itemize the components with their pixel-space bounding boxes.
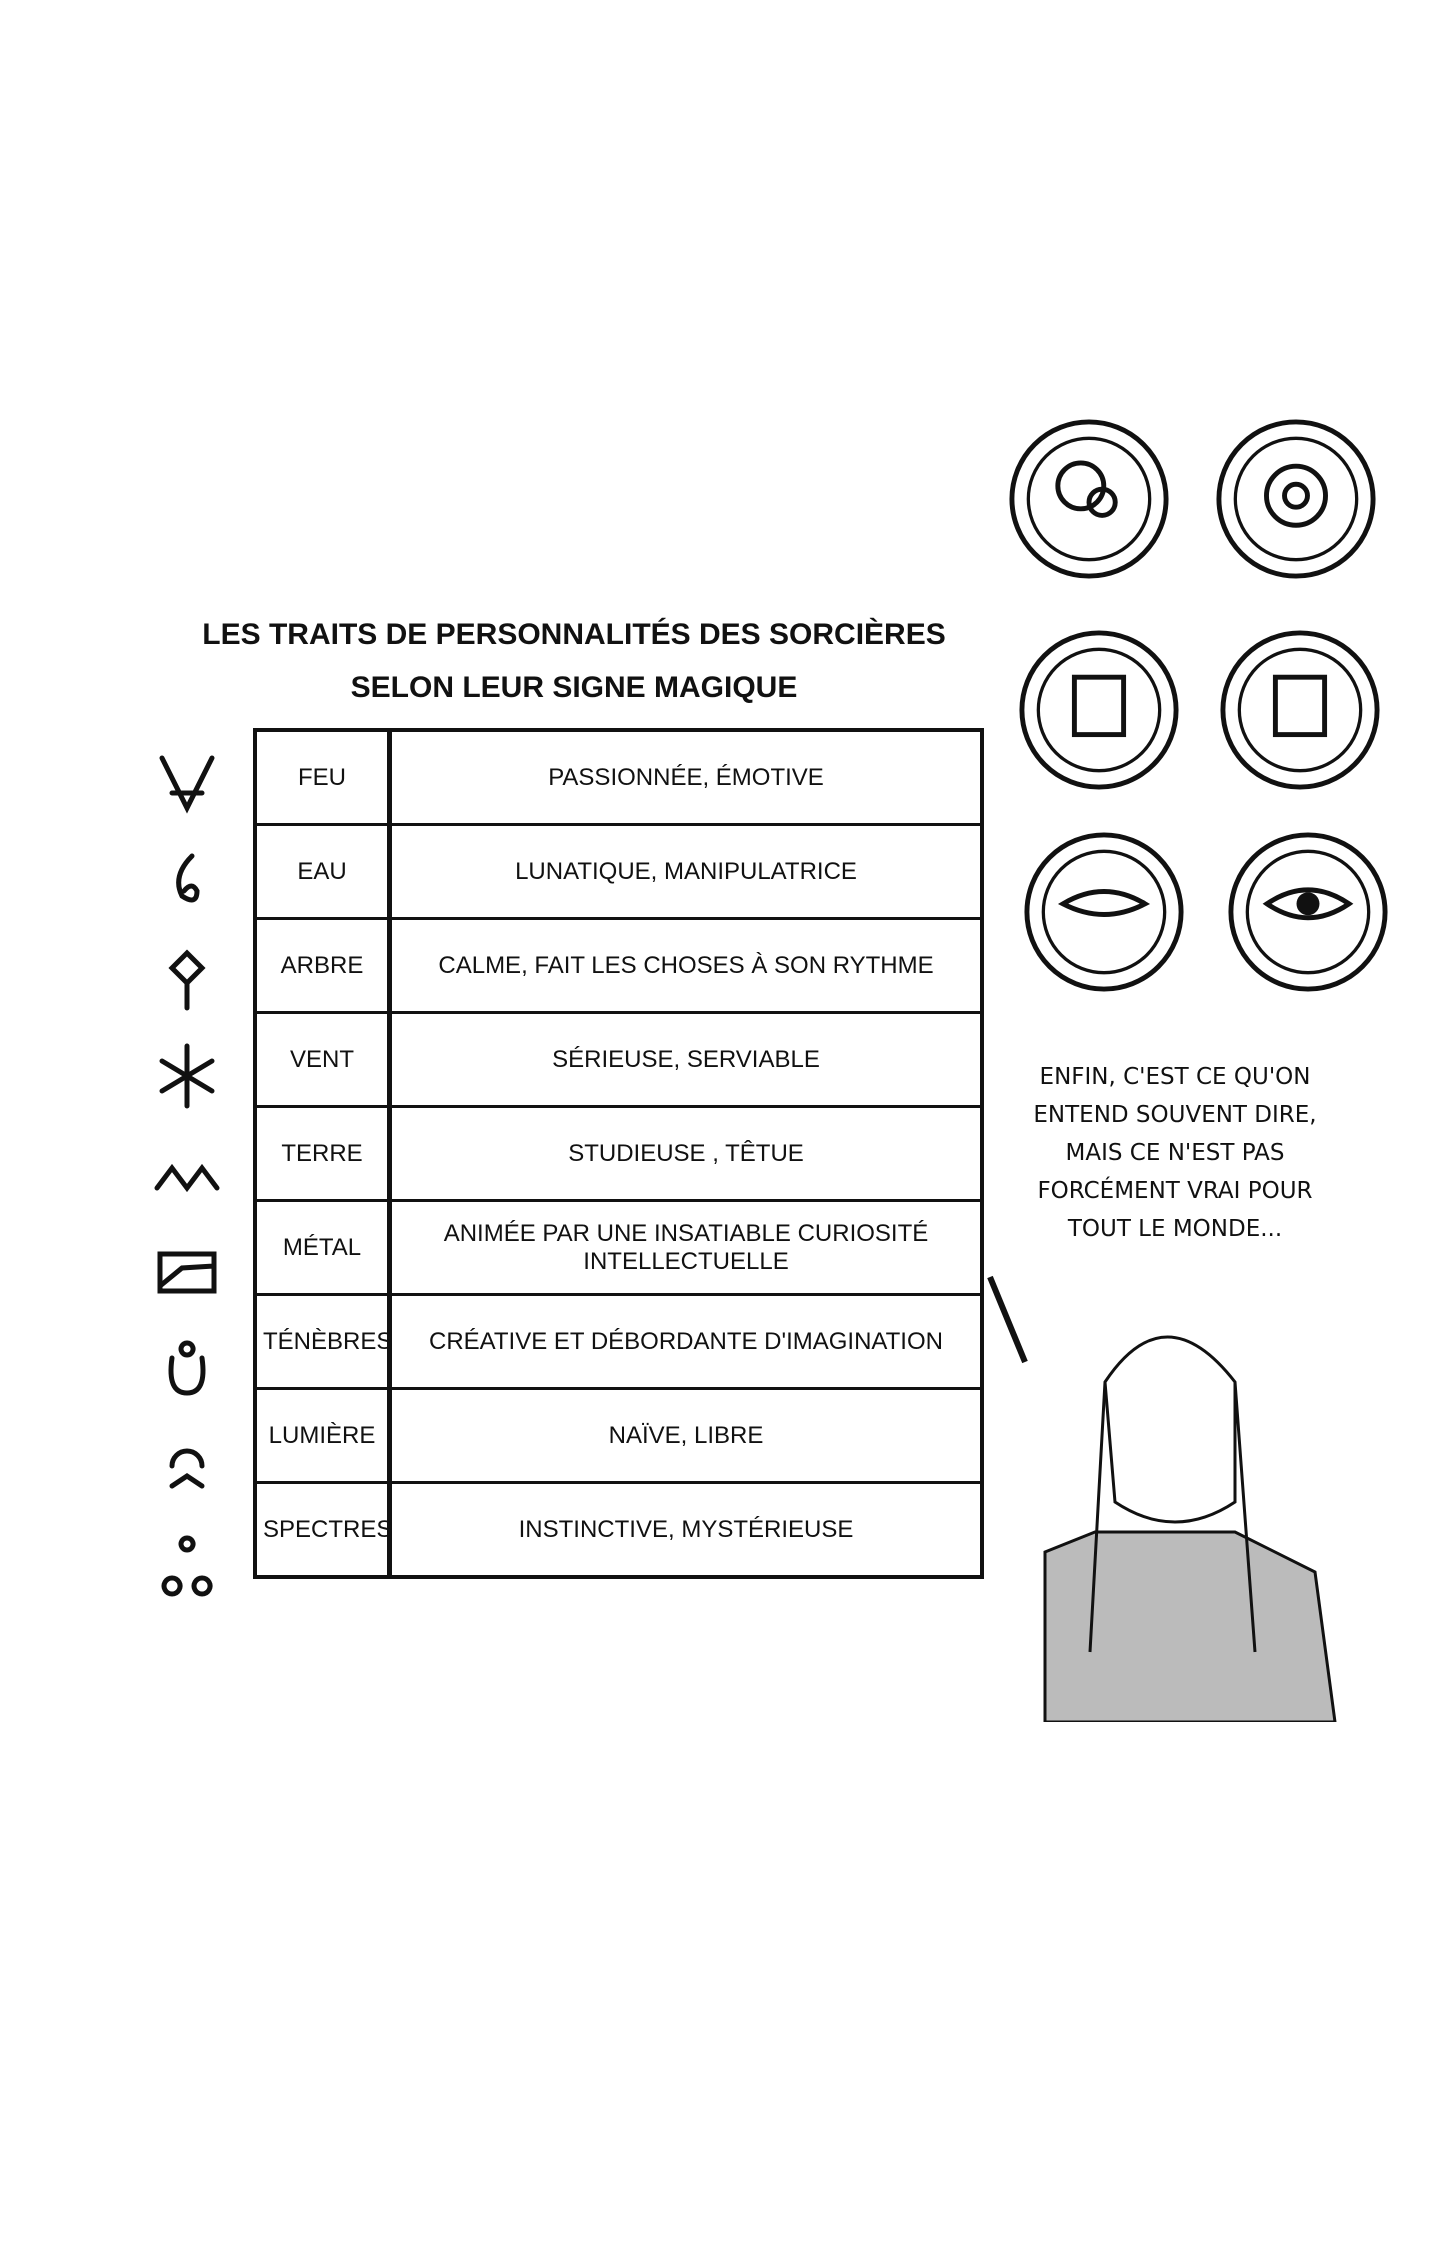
traits-cell: ANIMÉE PAR UNE INSATIABLE CURIOSITÉ INTE…	[388, 1199, 984, 1296]
element-cell: EAU	[253, 823, 392, 920]
element-cell: VENT	[253, 1011, 392, 1108]
character-illustration	[987, 1275, 1337, 1722]
light-sign-icon	[169, 1448, 205, 1488]
metal-sign-icon	[157, 1251, 217, 1293]
traits-cell: CRÉATIVE ET DÉBORDANTE D'IMAGINATION	[388, 1293, 984, 1390]
spectres-sign-icon	[161, 1535, 213, 1597]
traits-cell: SÉRIEUSE, SERVIABLE	[388, 1011, 984, 1108]
coin-eye-closed-icon	[1024, 832, 1184, 992]
element-cell: TERRE	[253, 1105, 392, 1202]
traits-cell: LUNATIQUE, MANIPULATRICE	[388, 823, 984, 920]
traits-cell: NAÏVE, LIBRE	[388, 1387, 984, 1484]
darkness-sign-icon	[168, 1340, 206, 1396]
element-cell: LUMIÈRE	[253, 1387, 392, 1484]
earth-sign-icon	[154, 1163, 220, 1193]
title-line-1: LES TRAITS DE PERSONNALITÉS DES SORCIÈRE…	[202, 618, 946, 651]
element-cell: MÉTAL	[253, 1199, 392, 1296]
title-line-2: SELON LEUR SIGNE MAGIQUE	[350, 671, 798, 704]
coin-moon-icon	[1009, 419, 1169, 579]
element-cell: SPECTRES	[253, 1481, 392, 1579]
coin-hand-icon-2	[1220, 630, 1380, 790]
element-cell: FEU	[253, 728, 392, 826]
fire-sign-icon	[159, 755, 215, 814]
tree-sign-icon	[168, 949, 206, 1011]
water-sign-icon	[176, 853, 200, 902]
traits-cell: INSTINCTIVE, MYSTÉRIEUSE	[388, 1481, 984, 1579]
coin-hand-icon	[1019, 630, 1179, 790]
speech-text: ENFIN, C'EST CE QU'ON ENTEND SOUVENT DIR…	[1033, 1064, 1317, 1242]
wind-sign-icon	[159, 1043, 215, 1108]
element-cell: TÉNÈBRES	[253, 1293, 392, 1390]
element-cell: ARBRE	[253, 917, 392, 1014]
traits-cell: STUDIEUSE , TÊTUE	[388, 1105, 984, 1202]
traits-cell: PASSIONNÉE, ÉMOTIVE	[388, 728, 984, 826]
coin-eye-open-icon	[1228, 832, 1388, 992]
traits-cell: CALME, FAIT LES CHOSES À SON RYTHME	[388, 917, 984, 1014]
coin-sun-icon	[1216, 419, 1376, 579]
